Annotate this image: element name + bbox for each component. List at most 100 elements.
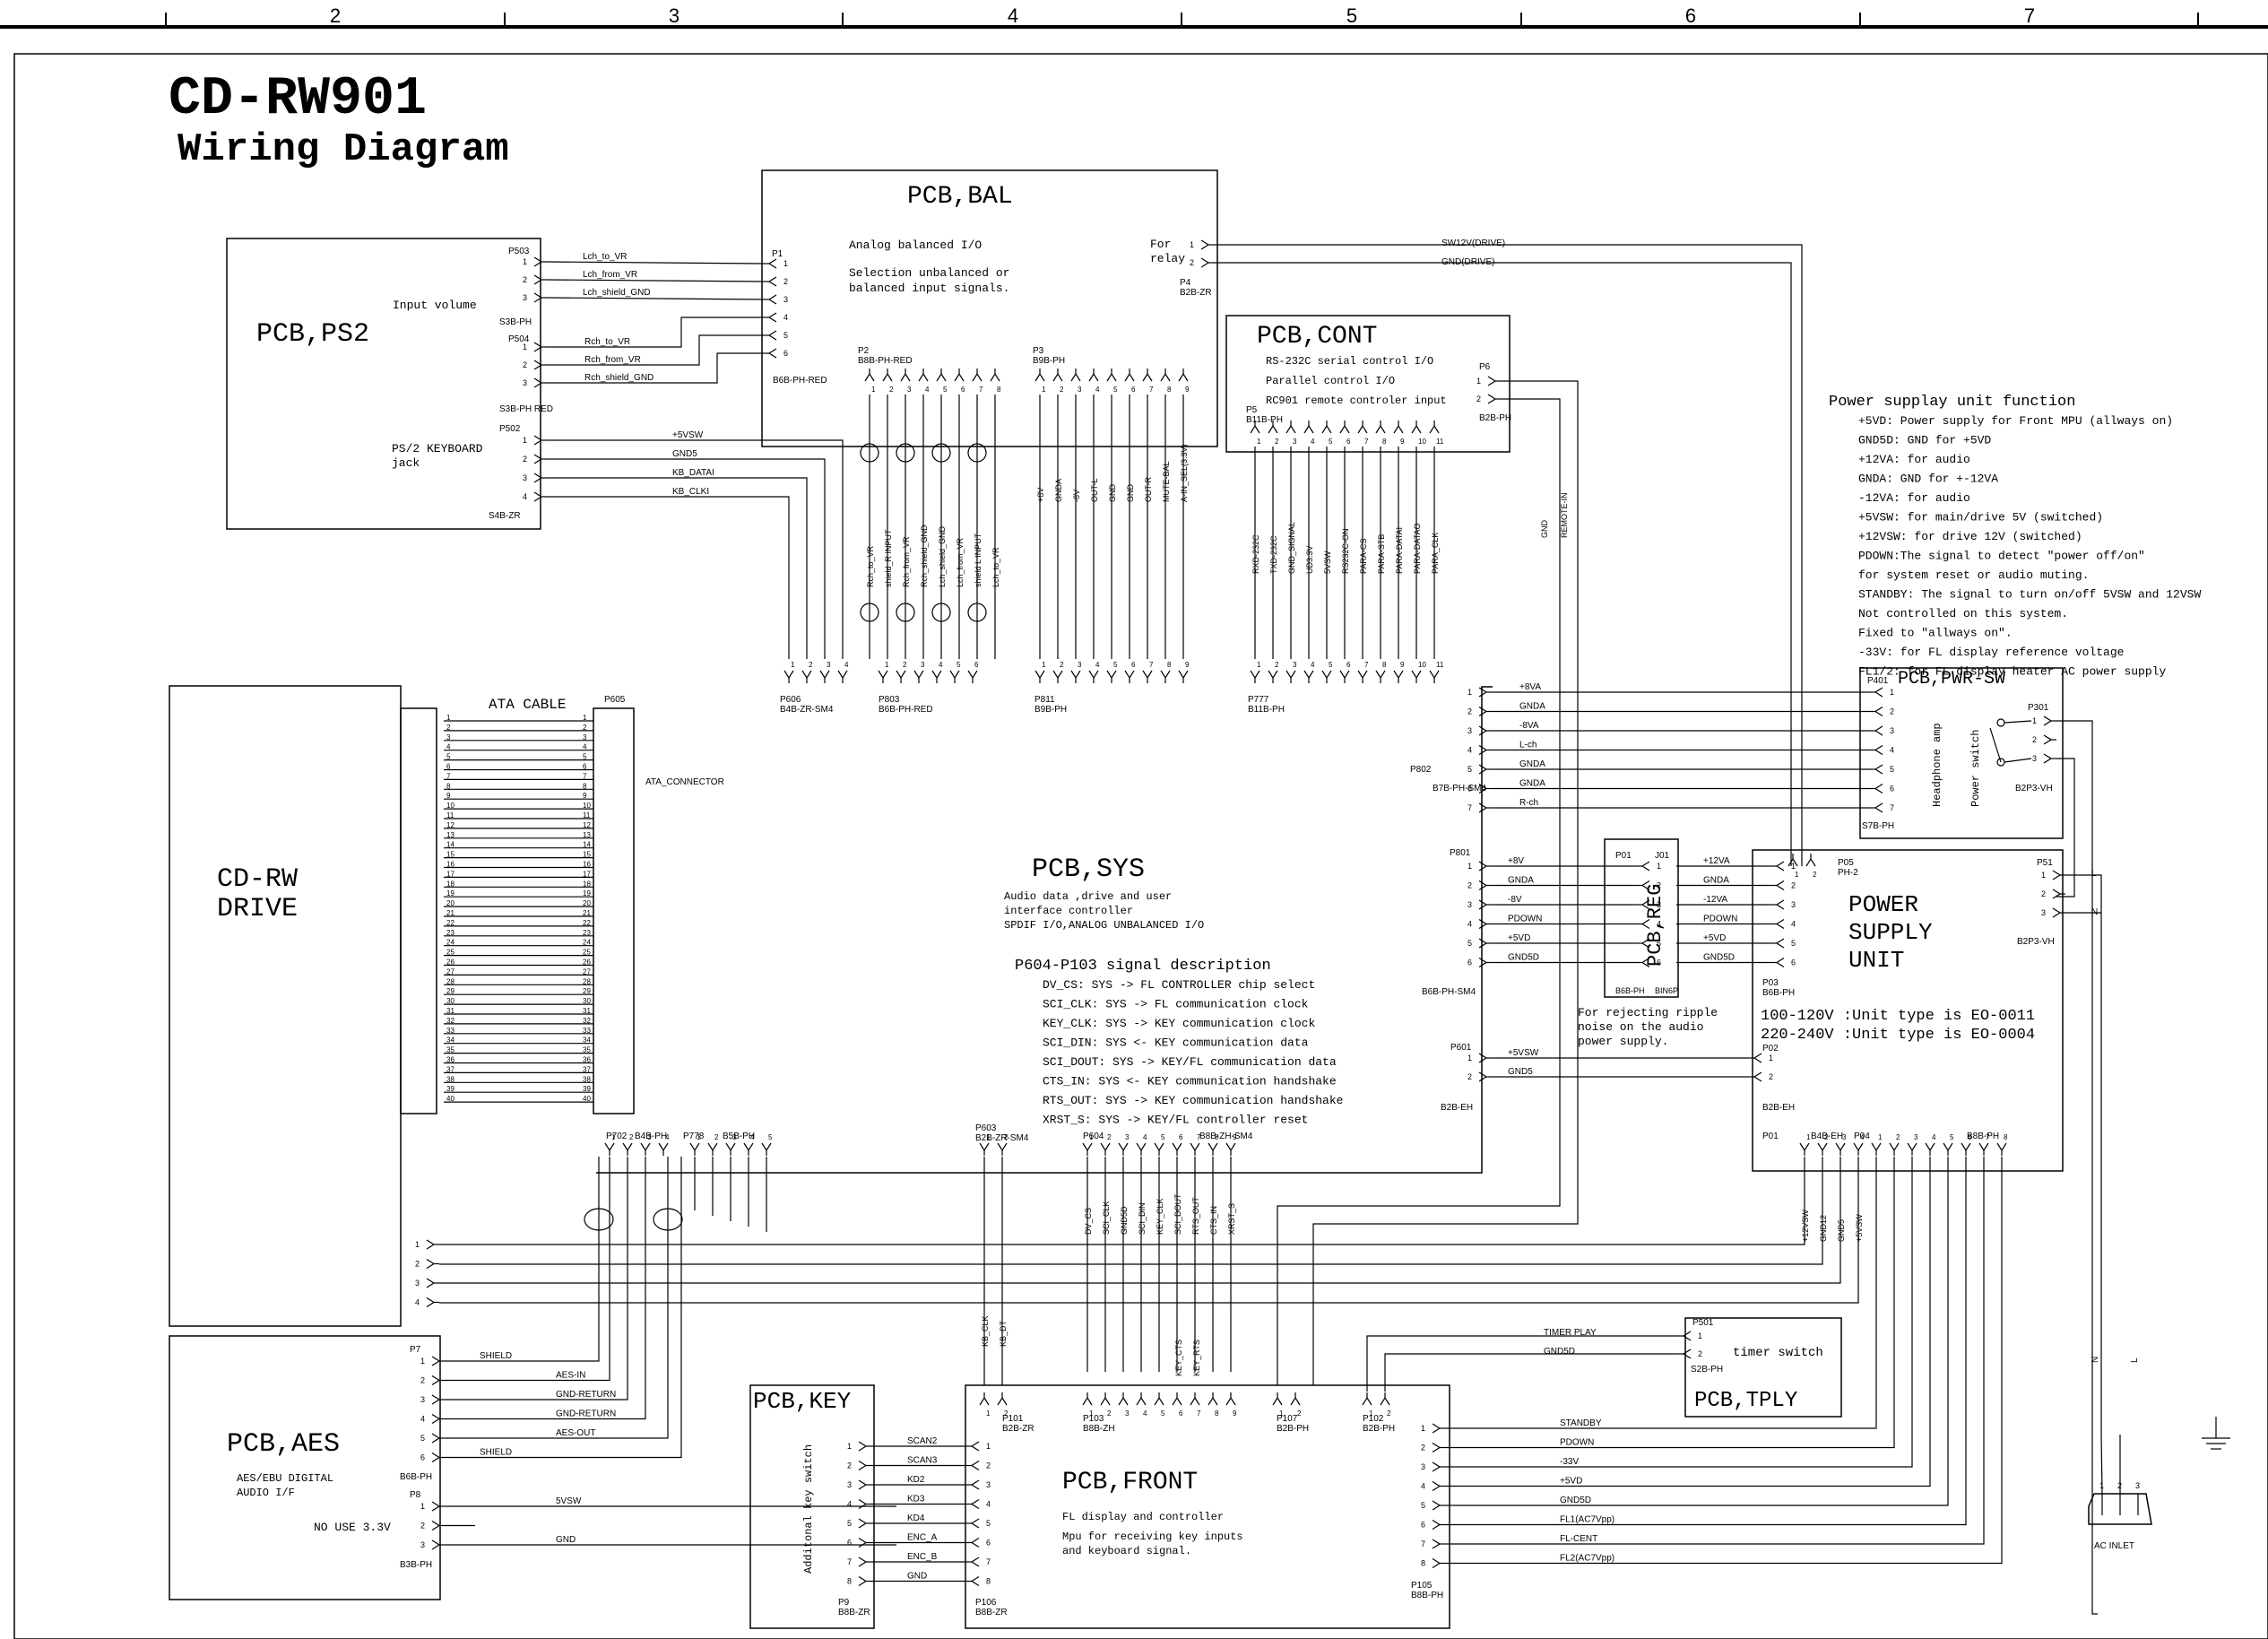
- key-signal-label: KD4: [907, 1513, 925, 1523]
- pin-number: 7: [986, 1557, 991, 1566]
- wire: [445, 1157, 646, 1420]
- psu-b8b-ph: B8B-PH: [1967, 1132, 1999, 1141]
- bal-p3-signal: +8V: [1036, 488, 1045, 502]
- wire: [1445, 1157, 1967, 1526]
- pin-number: 3: [1791, 900, 1796, 909]
- psu-p04: P04: [1854, 1132, 1870, 1141]
- connector-pin: [761, 1142, 772, 1152]
- ata-connector-label: ATA_CONNECTOR: [645, 777, 724, 787]
- ata-pin-left: 34: [446, 1036, 454, 1045]
- pin-number: 7: [1197, 1409, 1201, 1418]
- ps2-wires: 1231231234123456Lch_to_VRLch_from_VRLch_…: [523, 252, 849, 683]
- p802-id: P802: [1410, 765, 1432, 775]
- connector-pin: [1393, 424, 1404, 434]
- sys-desc-3: SPDIF I/O,ANALOG UNBALANCED I/O: [1004, 919, 1204, 932]
- connector-pin: [1154, 1142, 1164, 1152]
- ata-pin-left: 40: [446, 1095, 454, 1103]
- pcb-pwr-sw: PCB,PWR-SW Headphone amp Power switch P4…: [1859, 667, 2064, 839]
- pin-number: 4: [750, 1133, 755, 1141]
- p604-desc-line: XRST_S: SYS -> KEY/FL controller reset: [1043, 1114, 1308, 1127]
- pin-number: 6: [1467, 785, 1472, 793]
- ata-pin-right: 4: [583, 743, 587, 751]
- ac-inlet: 1 2 3 AC INLET N L: [2088, 1357, 2230, 1551]
- ata-pin-right: 12: [583, 821, 591, 829]
- pin-number: 2: [420, 1376, 425, 1385]
- shield-icon: [860, 443, 879, 463]
- ps2-signal-label: GND5: [672, 449, 697, 459]
- pin-number: 2: [1004, 1133, 1008, 1141]
- ruler-num-6: 6: [1685, 4, 1696, 27]
- p7-type: B6B-PH: [400, 1472, 432, 1482]
- drive-name-1: CD-RW: [217, 864, 298, 895]
- pin-number: 8: [1382, 438, 1387, 446]
- ps2-signal-label: KB_DATAI: [672, 468, 714, 478]
- wire: [439, 1157, 1859, 1304]
- sys-desc-1: Audio data ,drive and user: [1004, 890, 1172, 903]
- pcb-aes: PCB,AES AES/EBU DIGITAL AUDIO I/F NO USE…: [169, 1335, 441, 1600]
- ac-pin-2: 2: [2117, 1481, 2122, 1490]
- sheet-frame: [13, 53, 2268, 1639]
- pin-number: 6: [1421, 1521, 1425, 1530]
- reg-signal-label: GND5D: [1703, 953, 1735, 963]
- aes-signal-label: SHIELD: [480, 1448, 512, 1458]
- pin-number: 1: [1369, 1409, 1373, 1418]
- sys-p604-title: P604-P103 signal description: [1015, 958, 1271, 975]
- ac-pin-3: 3: [2135, 1481, 2140, 1490]
- pin-number: 4: [783, 313, 788, 322]
- ata-pin-right: 23: [583, 929, 591, 937]
- connector-pin: [1432, 1500, 1441, 1511]
- connector-pin: [604, 1142, 615, 1152]
- p604-signal-label: SCI_DIN: [1138, 1202, 1147, 1235]
- connector-pin: [2043, 734, 2053, 745]
- pin-number: 5: [1161, 1133, 1165, 1141]
- bal-p2-signal: shield L INPUT: [974, 533, 983, 587]
- p2-type: B8B-PH-RED: [858, 356, 913, 366]
- p105-signal-label: -33V: [1560, 1457, 1579, 1467]
- p811-id: P811: [1034, 695, 1055, 705]
- connector-pin: [918, 372, 929, 382]
- ata-pin-left: 31: [446, 1007, 454, 1015]
- key-name: PCB,KEY: [753, 1388, 852, 1415]
- ata-pin-left: 12: [446, 821, 454, 829]
- wire: [547, 496, 790, 659]
- pin-number: 8: [1421, 1559, 1425, 1568]
- tply-sig-1: TIMER PLAY: [1544, 1328, 1597, 1338]
- p02-connector: 12: [1749, 1053, 1773, 1082]
- wire: [445, 1157, 669, 1439]
- pin-number: 7: [1890, 803, 1894, 812]
- p105-signal-label: FL2(AC7Vpp): [1560, 1554, 1614, 1564]
- wire: [439, 1157, 1841, 1284]
- reg-name: PCB,REG: [1644, 884, 1666, 967]
- reg-signal-label: GNDA: [1703, 876, 1729, 886]
- ps2-signal-label: +5VSW: [672, 430, 704, 440]
- ata-pin-left: 6: [446, 763, 451, 771]
- p777-id: P777: [1248, 695, 1269, 705]
- p503-connector: 123: [523, 256, 547, 303]
- p5-id: P5: [1246, 405, 1258, 415]
- pin-number: 2: [1791, 881, 1796, 890]
- pin-number: 2: [415, 1260, 420, 1269]
- connector-pin: [1268, 424, 1278, 434]
- connector-pin: [1874, 744, 1883, 756]
- p601-signal-label: +5VSW: [1508, 1048, 1539, 1058]
- p51-id: P51: [2037, 858, 2053, 868]
- pin-number: 2: [1107, 1133, 1112, 1141]
- connector-pin: [1285, 670, 1296, 680]
- connector-pin: [858, 1537, 868, 1548]
- connector-pin: [954, 372, 965, 382]
- p8-connector: 123: [420, 1501, 445, 1550]
- ac-pin-1: 1: [2099, 1481, 2104, 1490]
- ata-pin-right: 26: [583, 958, 591, 967]
- connector-pin: [1775, 918, 1785, 930]
- wire: [2065, 874, 2103, 1495]
- pin-number: 1: [871, 386, 876, 394]
- p502-type: S4B-ZR: [489, 511, 521, 521]
- connector-pin: [858, 1557, 868, 1567]
- pin-number: 4: [844, 661, 849, 669]
- front-desc-3: and keyboard signal.: [1062, 1545, 1191, 1557]
- connector-pin: [1478, 938, 1488, 949]
